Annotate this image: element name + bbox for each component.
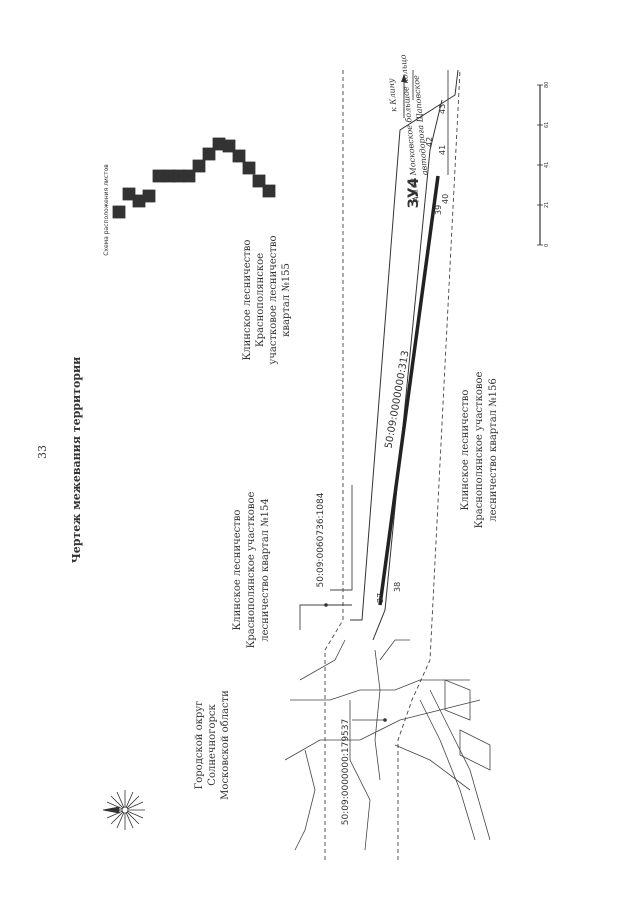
point-42: 42 [425,137,434,147]
road-corridor-outline-2 [372,99,443,641]
forestry-north-2-line3: участковое лесничество [268,235,279,364]
sheet-4: 4 [147,194,151,201]
sheet-14: 14 [245,166,253,173]
boundary-dashed-lower [397,69,461,860]
sheet-6: 6 [167,174,171,181]
compass-rose-icon [102,790,145,830]
road-corridor-outline [350,69,459,621]
point-41: 41 [438,145,447,155]
zone-zu4-label: ЗУ4 [406,178,422,209]
forestry-north-1-line1: Клинское лесничество [232,510,243,631]
sheet-16: 16 [265,189,273,196]
sheet-1: 1 [117,210,121,217]
map-title: Чертеж межевания территории [70,357,83,564]
forestry-south-line2: Краснополянское участковое [474,372,485,529]
sheet-8: 8 [187,174,191,181]
point-43: 43 [438,104,447,114]
page-number: 33 [36,445,49,459]
sheet-7: 7 [177,174,181,181]
scale-tick-80: 80 [544,82,550,88]
sheet-5: 5 [157,174,161,181]
sheet-12: 12 [225,144,233,151]
point-38: 38 [393,582,402,592]
sheet-15: 15 [255,179,263,186]
building-blocks [444,679,491,771]
parcel-1084-boundary [299,485,353,630]
forestry-north-2-line2: Краснополянское [255,253,266,347]
scale-tick-41: 41 [544,162,550,168]
forestry-north-2-line4: квартал №155 [281,263,292,337]
road-direction-label: к Клину [387,78,399,113]
forestry-north-1-line2: Краснополянское участковое [246,492,257,649]
forestry-north-1-line3: лесничество квартал №154 [260,498,271,642]
sheet-3: 3 [137,199,141,206]
sheet-9: 9 [197,164,201,171]
scale-tick-21: 21 [544,202,550,208]
district-label-1: Городской округ [194,701,205,790]
sheet-13: 13 [235,154,243,161]
sheet-scheme: 1 2 3 4 5 6 7 8 9 10 11 12 13 14 15 16 [112,137,276,219]
forestry-south-line3: лесничество квартал №156 [488,378,499,522]
parcel-179537-marker [383,718,387,722]
scale-tick-61: 61 [544,122,550,128]
interchange-lines [284,639,491,851]
sheet-2: 2 [127,192,131,199]
sheet-10: 10 [205,152,213,159]
forestry-south-line1: Клинское лесничество [460,390,471,511]
forestry-north-2-line1: Клинское лесничество [242,240,253,361]
scale-bar [537,84,543,246]
scheme-title: Схема расположения листов [103,164,110,256]
parcel-zu4-strip [378,175,440,606]
road-direction-arrow-icon [401,74,407,118]
sheet-11: 11 [215,142,223,149]
scale-tick-0: 0 [544,244,550,247]
point-39: 39 [434,205,443,215]
district-label-2: Солнечногорск [207,704,218,786]
point-37: 37 [376,593,385,603]
parcel-1084-label: 50:09:0060736:1084 [316,492,326,587]
point-40: 40 [441,194,450,204]
boundary-dashed-upper [324,70,344,860]
parcel-179537-label: 50:09:0000000:179537 [341,719,351,825]
district-label-3: Московской области [220,690,231,800]
